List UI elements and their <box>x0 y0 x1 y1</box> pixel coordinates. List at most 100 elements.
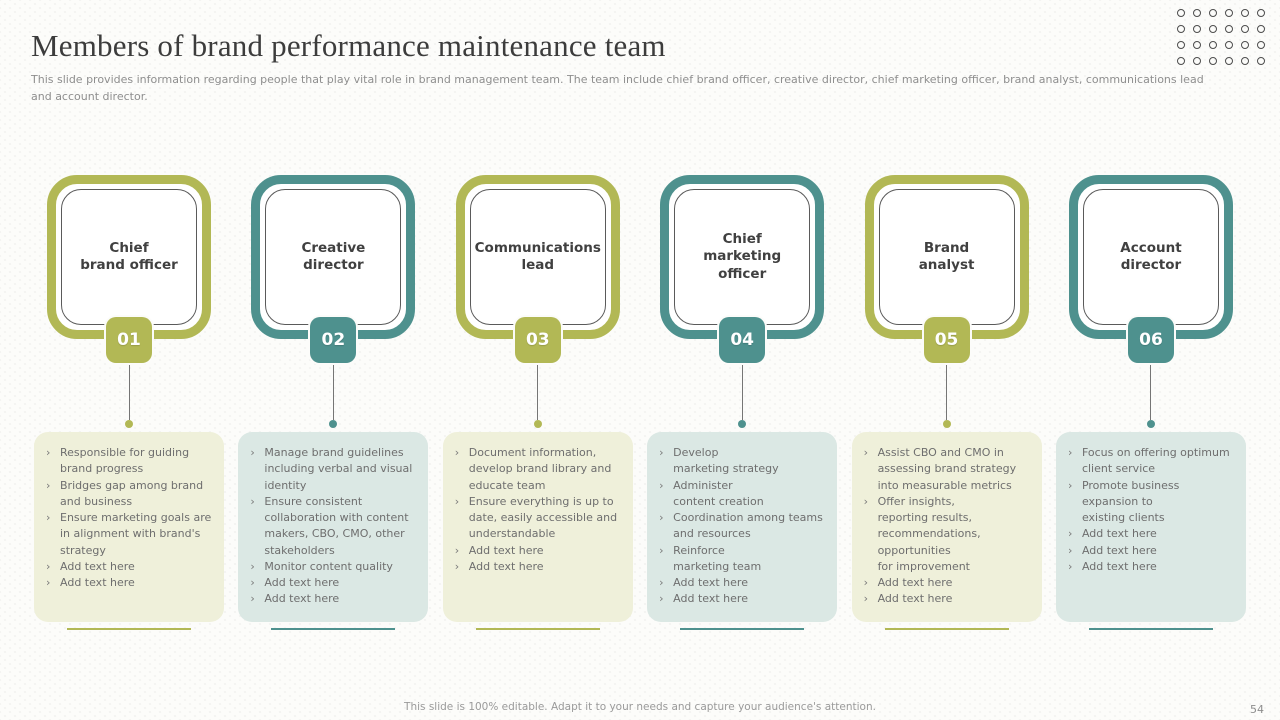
member-details-box: ›Assist CBO and CMO in assessing brand s… <box>851 432 1042 623</box>
connector-dot-icon <box>942 420 951 429</box>
member-frame-inner: Chief brand officer <box>61 189 197 326</box>
bullet-item: ›Add text here <box>1066 559 1238 575</box>
box-underline <box>271 628 396 631</box>
connector-dot-icon <box>533 420 542 429</box>
member-bullet-list: ›Assist CBO and CMO in assessing brand s… <box>862 445 1034 608</box>
bullet-text: Add text here <box>877 592 953 606</box>
member-frame: Creative director 02 <box>251 175 416 364</box>
bullet-text: Add text here <box>1081 559 1157 573</box>
box-underline <box>680 628 805 631</box>
member-frame: Chief marketing officer 04 <box>660 175 825 364</box>
bullet-text: Bridges gap among brand and business <box>60 478 204 508</box>
member-role-label: Communications lead <box>474 239 601 274</box>
bullet-text: Add text here <box>673 592 748 606</box>
bullet-marker-icon: › <box>454 446 460 460</box>
bullet-text: Responsible for guiding brand progress <box>60 446 190 476</box>
bullet-text: Add text here <box>1081 543 1157 557</box>
member-number-badge: 04 <box>719 317 766 364</box>
bullet-marker-icon: › <box>250 576 255 590</box>
connector-dot-icon <box>1146 420 1155 429</box>
box-underline <box>475 628 600 631</box>
bullet-item: › Add text here <box>657 591 829 607</box>
bullet-text: Add text here <box>468 543 544 557</box>
member-number-badge: 02 <box>310 317 357 364</box>
bullet-item: › Add text here <box>453 543 625 559</box>
member-number-badge: 03 <box>514 317 561 364</box>
bullet-marker-icon: › <box>250 559 255 573</box>
bullet-marker-icon: › <box>46 478 51 492</box>
bullet-text: Coordination among teams and resources <box>673 511 823 541</box>
member-details-box: › Responsible for guiding brand progress ›… <box>34 432 224 623</box>
bullet-text: Monitor content quality <box>264 559 393 573</box>
bullet-item: ›Reinforce marketing team <box>657 543 829 576</box>
bullet-item: › Ensure consistent collaboration with co… <box>248 494 420 559</box>
bullet-item: ›Ensure everything is up to date, easily… <box>453 494 625 543</box>
bullet-marker-icon: › <box>863 576 868 590</box>
bullet-text: Add text here <box>877 576 953 590</box>
bullet-text: Reinforce marketing team <box>673 543 762 573</box>
member-bullet-list: › Document information, develop brand lib… <box>453 445 625 575</box>
bullet-text: Offer insights, reporting results, recom… <box>877 494 981 573</box>
bullet-marker-icon: › <box>863 446 868 460</box>
bullet-marker-icon: › <box>1067 527 1073 541</box>
bullet-text: Add text here <box>1081 527 1157 541</box>
member-column: Communications lead 03 › Document informa… <box>442 175 633 631</box>
connector-line <box>946 363 948 421</box>
bullet-item: ›Offer insights, reporting results, reco… <box>862 494 1034 575</box>
bullet-marker-icon: › <box>46 446 51 460</box>
bullet-item: ›Add text here <box>657 575 829 591</box>
bullet-marker-icon: › <box>250 494 255 508</box>
member-frame-border: Brand analyst <box>864 175 1029 340</box>
bullet-marker-icon: › <box>1067 446 1073 460</box>
page-number: 54 <box>1250 703 1264 716</box>
bullet-text: Promote business expansion to existing c… <box>1081 478 1180 525</box>
connector <box>942 363 951 432</box>
bullet-item: › Monitor content quality <box>248 559 420 575</box>
connector-line <box>537 363 539 421</box>
bullet-text: Add text here <box>60 576 135 590</box>
member-details-box: ›Focus on offering optimum client servic… <box>1055 432 1246 623</box>
bullet-text: Manage brand guidelines including verbal… <box>264 446 413 492</box>
box-underline <box>884 628 1009 631</box>
bullet-text: Add text here <box>264 592 340 606</box>
member-role-label: Chief brand officer <box>80 239 178 274</box>
member-frame-inner: Creative director <box>265 189 402 326</box>
connector-line <box>1150 363 1152 421</box>
bullet-text: Add text here <box>264 576 340 590</box>
page-title: Members of brand performance maintenance… <box>31 28 666 63</box>
bullet-text: Ensure consistent collaboration with con… <box>264 494 409 557</box>
member-frame-inner: Account director <box>1082 189 1219 326</box>
bullet-marker-icon: › <box>1067 543 1073 557</box>
member-role-label: Account director <box>1120 239 1182 274</box>
bullet-item: ›Add text here <box>44 559 216 575</box>
member-frame: Chief brand officer 01 <box>47 175 211 364</box>
member-column: Chief brand officer 01 › Responsible for … <box>34 175 224 631</box>
slide-subtitle: This slide provides information regardin… <box>31 73 1204 104</box>
member-role-label: Creative director <box>301 239 366 274</box>
connector <box>738 363 747 432</box>
member-number-badge: 05 <box>923 317 970 364</box>
bullet-item: ›Add text here <box>248 591 420 607</box>
member-frame: Communications lead 03 <box>455 175 620 364</box>
member-role-label: Brand analyst <box>918 239 975 274</box>
footer-note: This slide is 100% editable. Adapt it to… <box>404 701 876 713</box>
member-frame: Brand analyst 05 <box>864 175 1029 364</box>
member-details-box: › Manage brand guidelines including verba… <box>238 432 429 623</box>
connector-dot-icon <box>329 420 338 429</box>
bullet-item: ›Develop marketing strategy <box>657 445 829 478</box>
box-underline <box>1088 628 1213 631</box>
connector <box>125 363 133 432</box>
member-frame-border: Communications lead <box>455 175 620 340</box>
bullet-marker-icon: › <box>863 592 868 606</box>
bullet-text: Add text here <box>673 576 748 590</box>
member-frame-inner: Chief marketing officer <box>674 189 811 326</box>
member-frame-border: Chief brand officer <box>47 175 211 340</box>
bullet-marker-icon: › <box>454 543 460 557</box>
connector <box>1146 363 1155 432</box>
bullet-text: Document information, develop brand libr… <box>468 446 612 492</box>
bullet-marker-icon: › <box>659 592 664 606</box>
bullet-item: ›Administer content creation <box>657 478 829 511</box>
slide-header: Members of brand performance maintenance… <box>0 0 1280 105</box>
member-frame-border: Creative director <box>251 175 416 340</box>
bullet-item: ›Coordination among teams and resources <box>657 510 829 543</box>
